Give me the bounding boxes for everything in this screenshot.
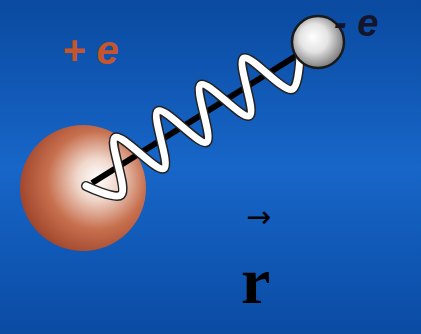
vector-symbol: r xyxy=(241,248,270,314)
charge-label: - e xyxy=(334,4,378,42)
spring xyxy=(86,54,300,196)
vector-arrow: → xyxy=(246,202,271,232)
spring-outline xyxy=(86,54,300,196)
charge-label: + e xyxy=(62,30,119,70)
